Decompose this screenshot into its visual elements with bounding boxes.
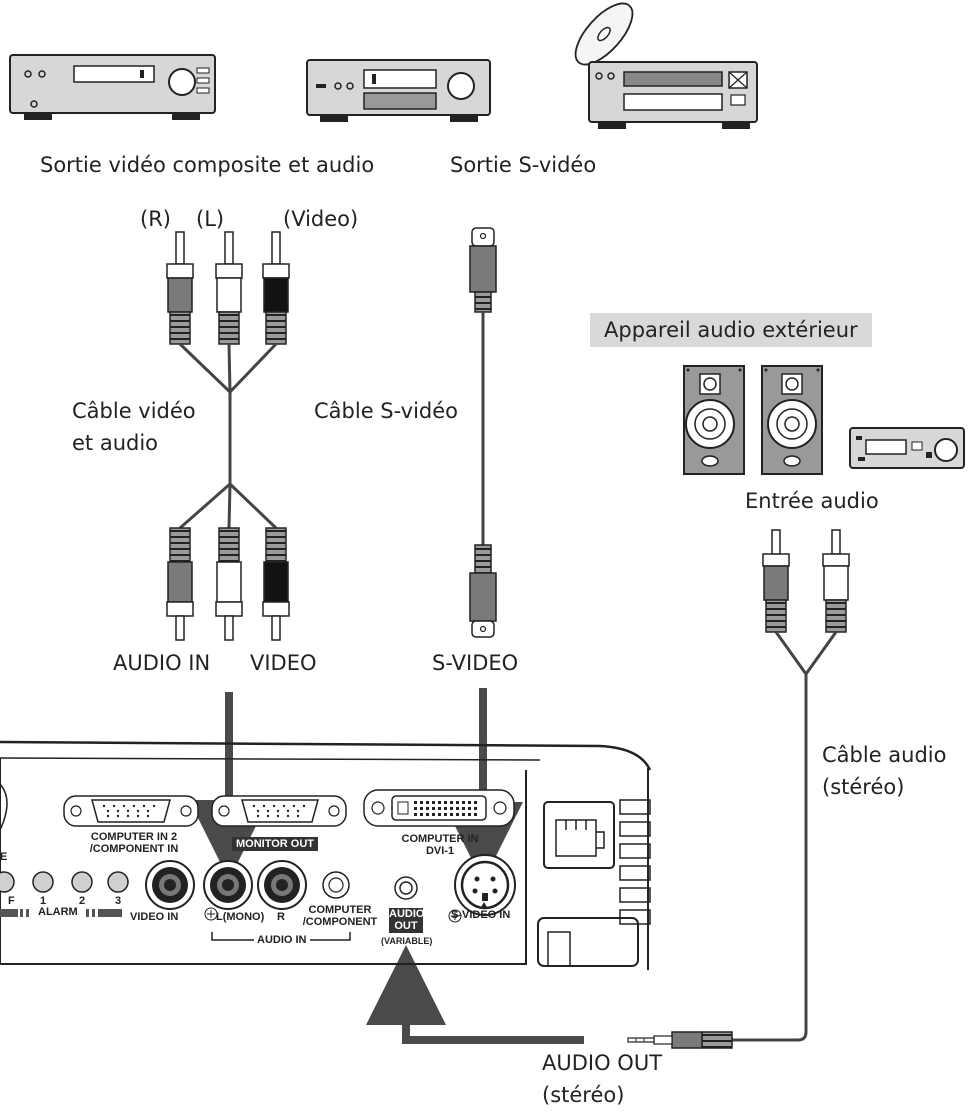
- panel-variable-label: (VARIABLE): [381, 936, 433, 946]
- svideo-terminal-label: S-VIDEO: [432, 651, 519, 675]
- panel-computer-in2-line2: /COMPONENT IN: [89, 842, 179, 855]
- audio-in-r-jack-icon: [257, 860, 307, 910]
- panel-monitor-out-text: MONITOR OUT: [232, 837, 319, 851]
- svideo-cable-icon: [469, 227, 497, 638]
- av-cable-label-2: et audio: [72, 431, 159, 455]
- panel-computer-in2-label: COMPUTER IN 2 /COMPONENT IN: [74, 831, 194, 855]
- panel-l-mono-label: L(MONO): [216, 911, 265, 923]
- vent-grille-icon: [619, 799, 651, 925]
- audio-out-jack-icon: [394, 876, 418, 900]
- panel-n1-label: 1: [40, 895, 47, 907]
- plug-r-bottom: [166, 527, 194, 641]
- arrow-audio-out: [366, 945, 584, 1044]
- plug-r-top: [166, 231, 194, 345]
- panel-computer-in-dvi-label: COMPUTER IN DVI-1: [390, 833, 490, 857]
- av-cable-label-1: Câble vidéo: [72, 399, 196, 423]
- svideo-cable-label: Câble S-vidéo: [314, 399, 458, 423]
- panel-r-label: R: [277, 911, 285, 923]
- panel-e-label: E: [0, 851, 8, 863]
- audio-in-l-jack-icon: [203, 860, 253, 910]
- panel-computer-in2-line1: COMPUTER IN 2: [90, 831, 178, 843]
- plug-video-label: (Video): [283, 207, 359, 231]
- audio-cable-label-1: Câble audio: [822, 743, 947, 767]
- plug-video-top: [262, 231, 290, 345]
- panel-alarm-label: ALARM: [38, 906, 78, 918]
- panel-computer-in-dvi-line1: COMPUTER IN: [401, 833, 479, 845]
- panel-video-in-label: VIDEO IN: [130, 911, 179, 923]
- svideo-in-jack-icon: [454, 854, 516, 916]
- audio-cable-label-2: (stéréo): [822, 775, 905, 799]
- audio-out-stereo-label-2: (stéréo): [542, 1083, 625, 1107]
- plug-video-bottom: [262, 527, 290, 641]
- video-in-jack-icon: [145, 860, 195, 910]
- vcr-device-icon: [9, 54, 216, 120]
- svideo-output-label: Sortie S-vidéo: [450, 153, 597, 177]
- av-cable-icon: [166, 231, 290, 641]
- audio-plug-right: [822, 529, 850, 633]
- plug-l-label: (L): [196, 207, 225, 231]
- panel-svideo-in-label: S-VIDEO IN: [451, 909, 511, 921]
- panel-computer-component-line2: /COMPONENT: [302, 915, 378, 928]
- panel-audio-in-label: AUDIO IN: [254, 934, 310, 947]
- panel-n2-label: 2: [79, 895, 86, 907]
- lan-port-icon: [543, 801, 615, 869]
- speaker-right-icon: [761, 365, 823, 475]
- panel-audio-out-line1: AUDIO: [389, 908, 425, 920]
- monitor-out-port-icon: [211, 795, 347, 827]
- composite-audio-output-label: Sortie vidéo composite et audio: [40, 153, 375, 177]
- dvd-player-icon: [574, 2, 758, 129]
- dvi-port-icon: [363, 789, 515, 827]
- amplifier-icon: [849, 427, 965, 469]
- video-source-device-icon: [306, 59, 491, 122]
- audio-in-terminal-label: AUDIO IN: [113, 651, 211, 675]
- panel-audio-out-line2: OUT: [394, 919, 418, 932]
- plug-l-bottom: [215, 527, 243, 641]
- panel-audio-out-label: AUDIO OUT: [389, 908, 425, 934]
- panel-computer-component-line1: COMPUTER: [308, 904, 372, 916]
- plug-r-label: (R): [140, 207, 171, 231]
- audio-out-stereo-label-1: AUDIO OUT: [542, 1051, 663, 1075]
- power-port-icon: [537, 917, 639, 967]
- audio-plug-left: [762, 529, 790, 633]
- video-terminal-label: VIDEO: [250, 651, 317, 675]
- speaker-left-icon: [683, 365, 745, 475]
- audio-cable-icon: [627, 529, 850, 1049]
- computer-in2-port-icon: [63, 795, 199, 827]
- computer-audio-in-jack-icon: [322, 871, 350, 899]
- plug-l-top: [215, 231, 243, 345]
- indicator-icons: [0, 871, 129, 917]
- panel-computer-component-label: COMPUTER /COMPONENT: [300, 904, 380, 928]
- panel-monitor-out-label: MONITOR OUT: [232, 837, 319, 851]
- panel-n3-label: 3: [115, 895, 122, 907]
- panel-f-label: F: [8, 895, 15, 907]
- external-audio-title: Appareil audio extérieur: [590, 313, 872, 348]
- audio-input-label: Entrée audio: [745, 489, 879, 513]
- panel-computer-in-dvi-line2: DVI-1: [425, 844, 455, 857]
- projector-rear-panel: [0, 740, 652, 970]
